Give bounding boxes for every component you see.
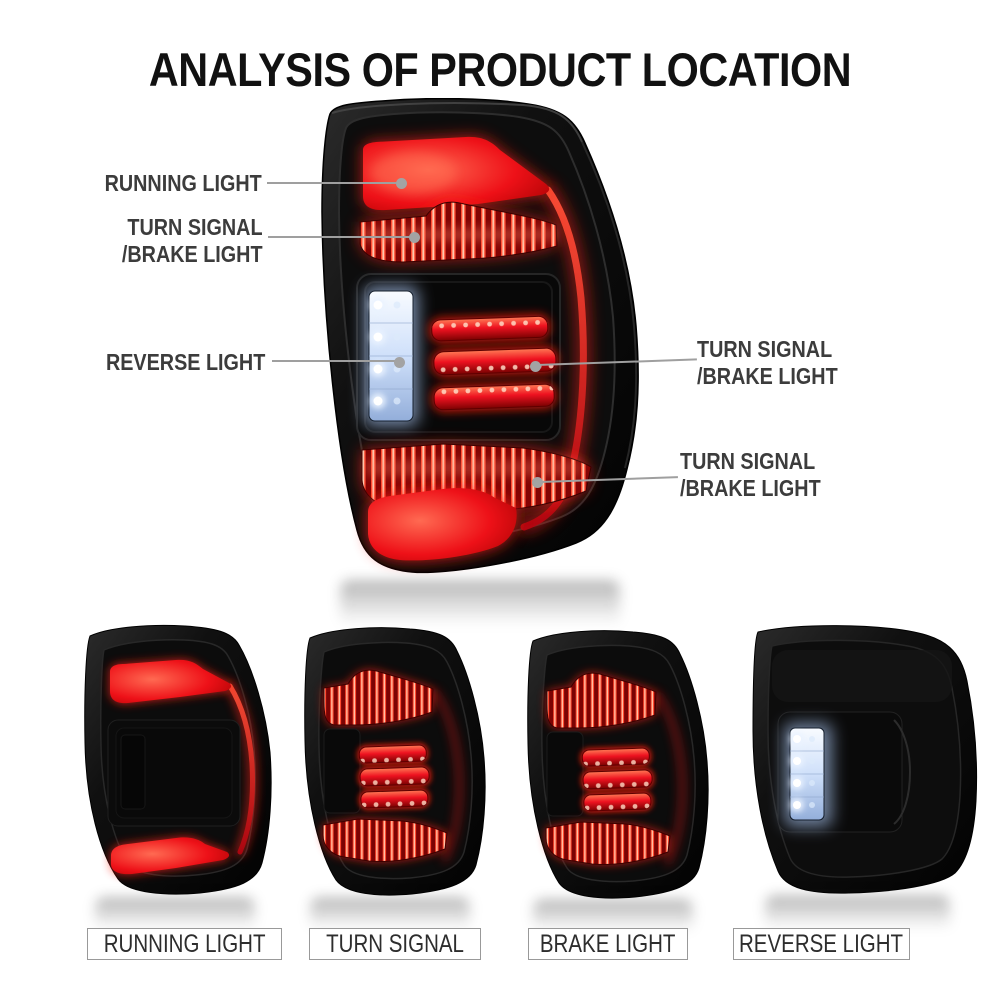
callout-text: RUNNING LIGHT — [104, 170, 262, 196]
gallery-running-light-image — [80, 622, 276, 900]
turn-bottom-striped — [322, 818, 448, 862]
callout-text: REVERSE LIGHT — [105, 349, 265, 375]
callout-dot-reverse — [394, 357, 405, 368]
main-taillight-image — [318, 98, 650, 584]
running-bottom-tube — [111, 837, 230, 875]
callout-label-turn-brake-upper: TURN SIGNAL /BRAKE LIGHT — [122, 214, 263, 268]
callout-text: TURN SIGNAL — [697, 336, 833, 362]
callout-label-turn-brake-right-low: TURN SIGNAL /BRAKE LIGHT — [680, 448, 821, 502]
gallery-turn-signal-svg — [304, 627, 486, 896]
callout-label-turn-brake-right-mid: TURN SIGNAL /BRAKE LIGHT — [697, 336, 838, 390]
gallery-turn-signal-image — [298, 622, 490, 900]
turn-mid-bars — [357, 743, 432, 810]
gallery-reverse-light-image — [744, 620, 984, 898]
bottom-running-tube — [368, 488, 517, 561]
caption-text: REVERSE LIGHT — [739, 929, 904, 958]
callout-label-running-light: RUNNING LIGHT — [105, 170, 262, 197]
leader-line-reverse — [272, 360, 398, 362]
caption-text: BRAKE LIGHT — [540, 929, 676, 958]
page-title: ANALYSIS OF PRODUCT LOCATION — [148, 43, 852, 96]
brake-mid-bars — [580, 746, 655, 813]
caption-turn-signal: TURN SIGNAL — [309, 928, 481, 960]
gallery-brake-light-image — [521, 625, 713, 903]
callout-dot-turn-upper — [409, 232, 420, 243]
mid-turn-brake-bars — [429, 314, 558, 412]
brake-bottom-striped — [545, 821, 671, 865]
callout-dot-turn-right-low — [532, 477, 543, 488]
gallery-reverse-light-svg — [752, 625, 978, 894]
reverse-led-dots — [790, 732, 815, 812]
callout-label-reverse-light: REVERSE LIGHT — [106, 349, 265, 376]
caption-brake-light: BRAKE LIGHT — [528, 928, 688, 960]
leader-line-running — [267, 182, 399, 184]
leader-line-turn-upper — [268, 236, 413, 238]
caption-text: RUNNING LIGHT — [103, 929, 266, 958]
main-taillight-svg — [321, 98, 639, 574]
gallery-running-light-svg — [84, 624, 272, 895]
callout-text: TURN SIGNAL — [127, 214, 263, 240]
caption-running-light: RUNNING LIGHT — [87, 928, 282, 960]
turn-top-striped — [323, 669, 434, 726]
gallery-brake-light-svg — [527, 630, 709, 899]
caption-text: TURN SIGNAL — [326, 929, 464, 958]
running-top-tube — [110, 659, 232, 704]
callout-text: /BRAKE LIGHT — [122, 241, 263, 267]
callout-dot-turn-right-mid — [530, 361, 541, 372]
caption-reverse-light: REVERSE LIGHT — [733, 928, 910, 960]
callout-text: /BRAKE LIGHT — [697, 363, 838, 389]
callout-dot-running — [396, 178, 407, 189]
callout-text: TURN SIGNAL — [680, 448, 816, 474]
brake-top-striped — [546, 672, 657, 729]
callout-text: /BRAKE LIGHT — [680, 475, 821, 501]
